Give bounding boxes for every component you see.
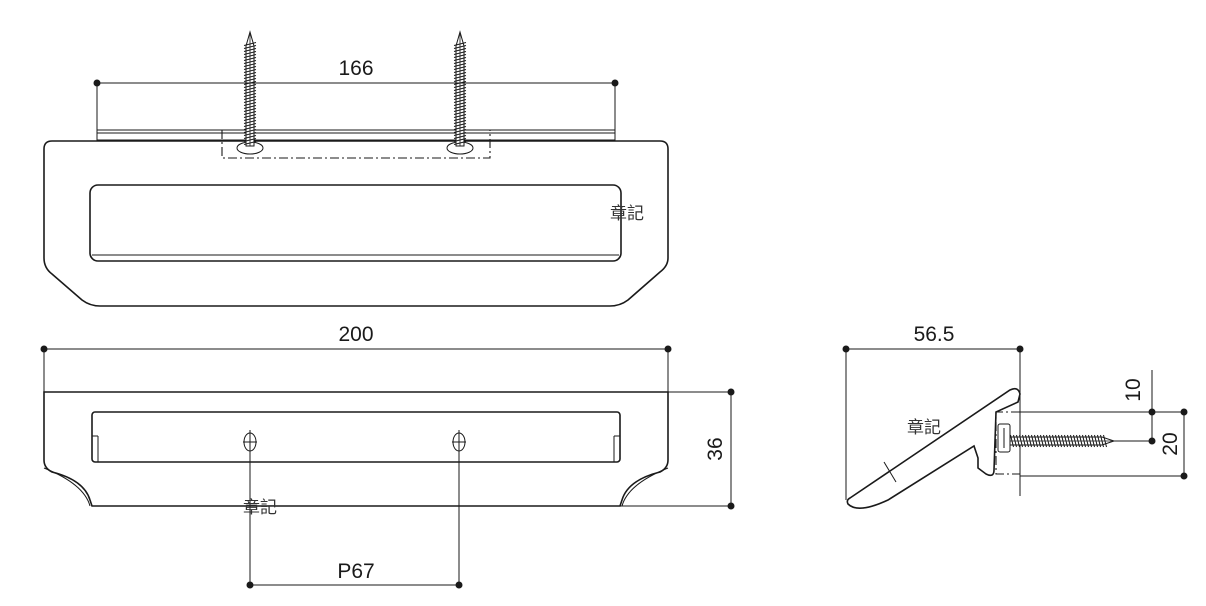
mounting-flange: [96, 129, 616, 141]
wood-screw-icon: [1009, 434, 1116, 448]
handle-body-side: [846, 387, 1021, 509]
dimension-label-56-5: 56.5: [914, 323, 955, 346]
dimension-height: 36: [620, 388, 735, 510]
dimension-label-p67: P67: [337, 560, 374, 583]
dimension-label-10: 10: [1122, 378, 1145, 401]
front-recess: [91, 411, 621, 463]
screw-hole-icon: [243, 430, 257, 454]
dimension-offsets: 10 20: [1020, 370, 1188, 480]
dimension-label-36: 36: [704, 437, 727, 460]
wood-screw-icon: [453, 30, 467, 147]
watermark-mark: 章記: [907, 418, 941, 438]
dimension-hole-pitch: P67: [246, 454, 463, 589]
handle-body-front: [43, 391, 669, 507]
front-view: [43, 391, 669, 507]
wood-screw-icon: [243, 30, 257, 147]
dimension-label-200: 200: [338, 323, 373, 346]
watermark-mark: 章記: [610, 204, 644, 224]
top-view: [43, 129, 669, 307]
handle-body-top: [43, 140, 669, 307]
handle-recess: [89, 184, 622, 262]
watermark-mark: 章記: [243, 498, 277, 518]
dimension-screw-spacing: 166: [93, 57, 619, 130]
screw-hole-icon: [452, 430, 466, 454]
dimension-depth: 56.5: [842, 323, 1024, 500]
dimension-label-166: 166: [338, 57, 373, 80]
hidden-mount-outline: [221, 130, 491, 159]
dimension-overall-width: 200: [40, 323, 672, 392]
dimension-label-20: 20: [1159, 432, 1182, 455]
